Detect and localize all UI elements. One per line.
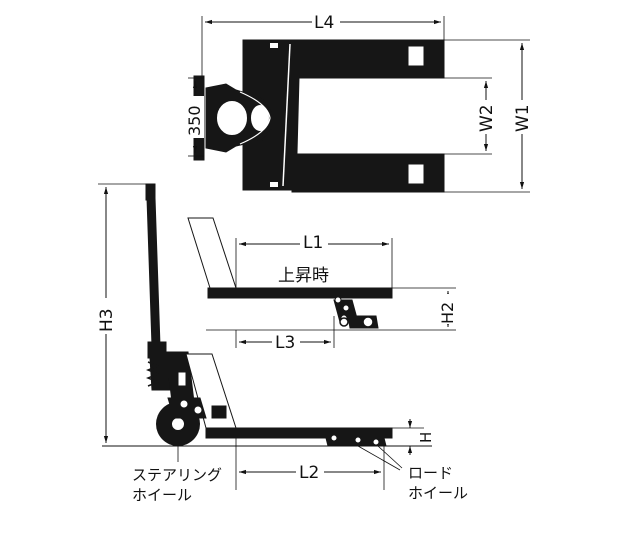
steering-wheel-label-line2: ホイール: [132, 486, 192, 504]
handle-shaft: [146, 197, 161, 347]
dim-label-l1: L1: [303, 233, 323, 253]
lowered-view-load-wheel: [325, 434, 387, 447]
dim-label-l4: L4: [314, 13, 334, 33]
top-view-fork-window-lower: [407, 163, 425, 185]
top-view-fork-window-upper: [407, 45, 425, 67]
dim-label-w1: W1: [513, 104, 533, 132]
steering-wheel-label-line1: ステアリング: [132, 466, 222, 484]
pump-assembly: [145, 341, 237, 429]
raised-view: [187, 217, 440, 331]
dim-label-h: H: [417, 432, 435, 443]
dim-label-w2: W2: [477, 104, 497, 132]
raised-view-fork: [207, 287, 393, 299]
dim-label-l3: L3: [275, 333, 295, 353]
raised-view-load-wheel: [333, 296, 379, 329]
top-view-dimensions: L4 W1 W2 350: [184, 12, 533, 193]
dim-label-h3: H3: [97, 308, 117, 332]
dim-label-h2: H2: [438, 302, 457, 324]
lowered-view-fork: [205, 427, 393, 439]
load-wheel-label-line2: ホイール: [408, 484, 468, 502]
raised-view-pump-frame: [187, 217, 237, 289]
raised-view-dimensions: L1 上昇時 H2 L3: [235, 232, 458, 353]
dim-label-l2: L2: [299, 463, 319, 483]
load-wheel-label-line1: ロード: [408, 464, 453, 482]
lowered-view-dimensions: H3 H L2 ステアリング ホイール ロード ホイール: [96, 183, 468, 504]
steering-wheel: [156, 397, 207, 446]
top-view: [193, 39, 445, 193]
raised-condition-label: 上昇時: [278, 266, 329, 286]
dim-label-350: 350: [185, 105, 204, 136]
lowered-view: [102, 183, 432, 447]
